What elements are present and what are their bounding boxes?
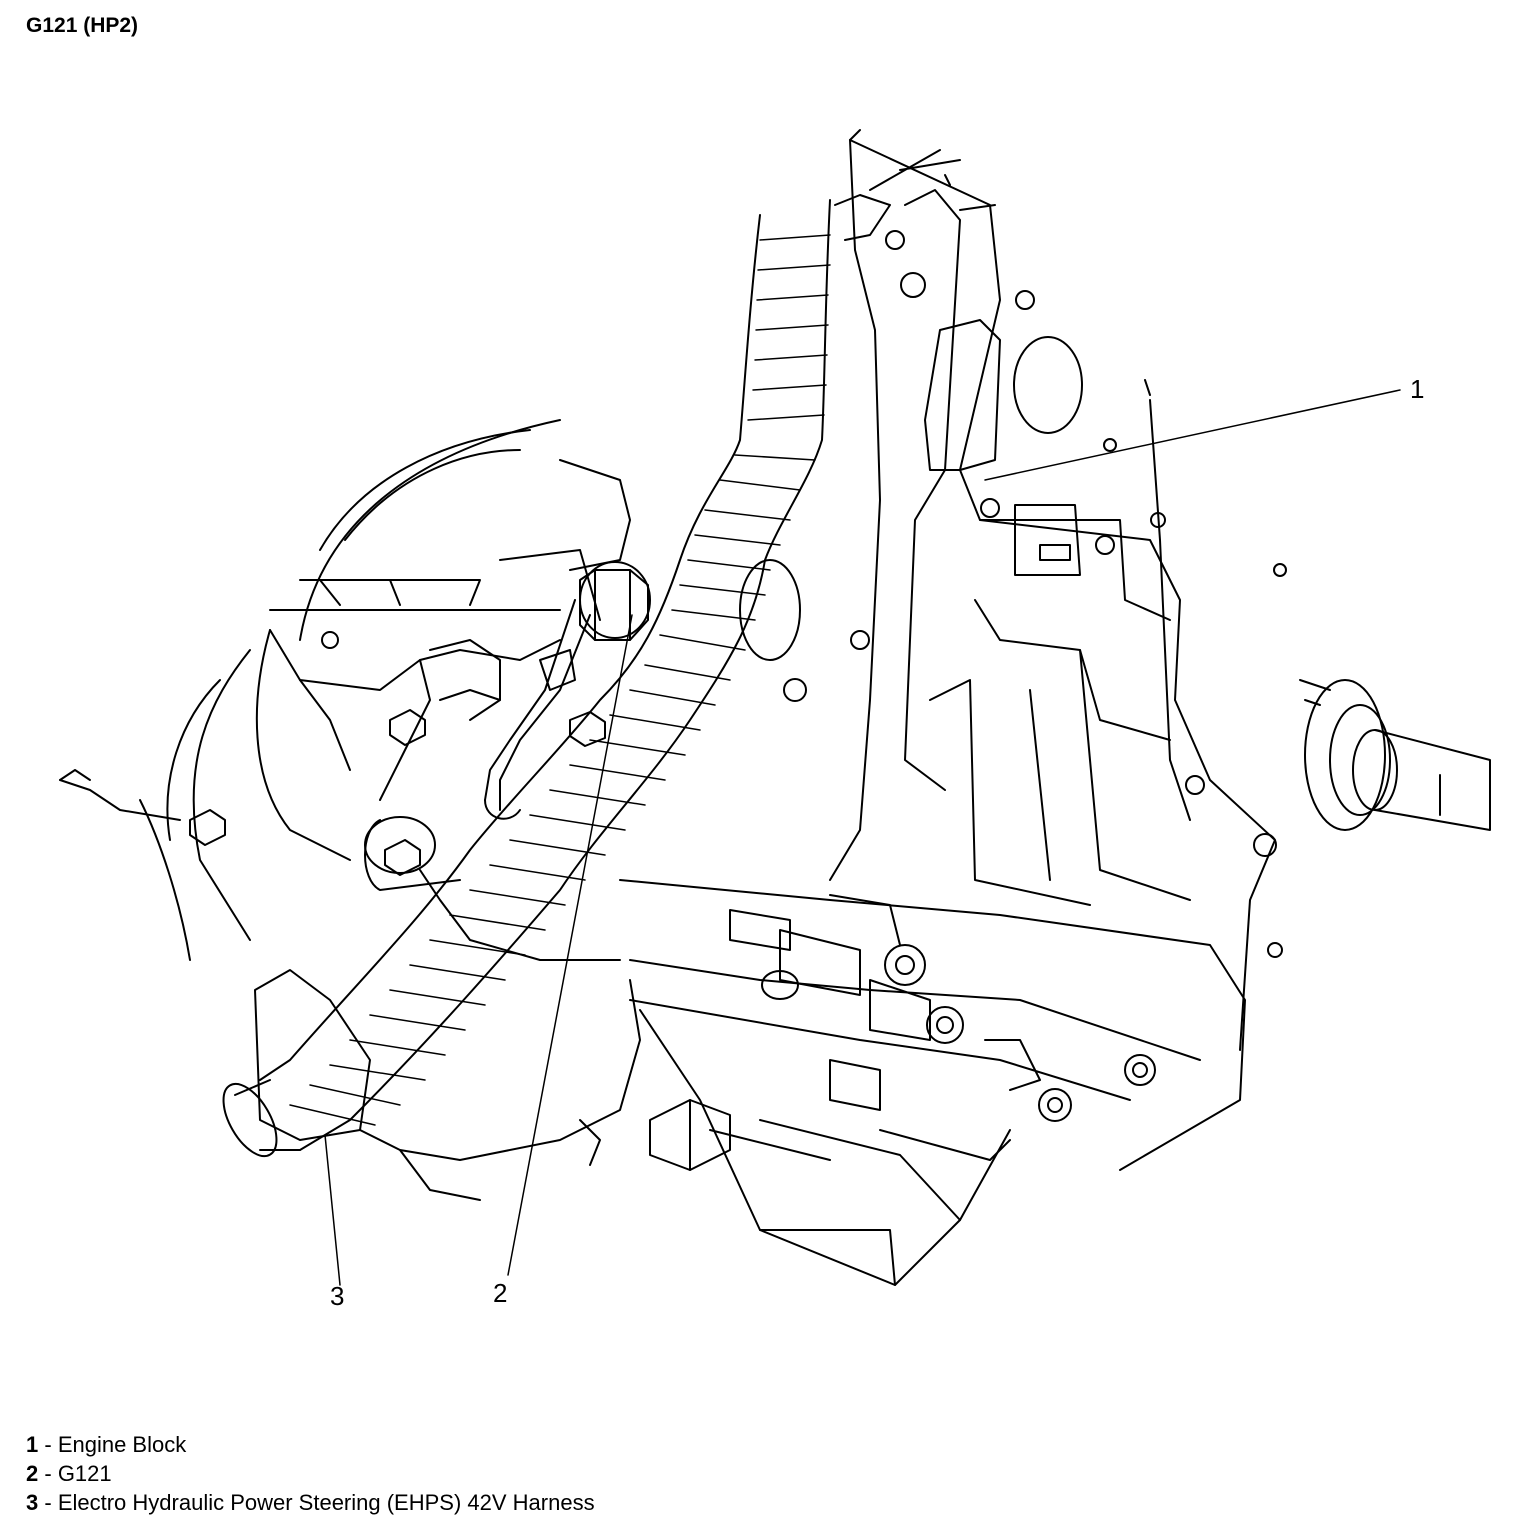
ehps-harness bbox=[222, 194, 891, 1158]
legend-label: Engine Block bbox=[57, 1432, 187, 1457]
leader-line-3 bbox=[324, 1134, 341, 1286]
callout-number-3: 3 bbox=[330, 1281, 344, 1311]
legend-number: 3 bbox=[26, 1490, 39, 1515]
legend-item: 2 - G121 bbox=[26, 1461, 112, 1486]
engine-block-outline bbox=[739, 129, 1287, 1051]
page-title: G121 (HP2) bbox=[26, 14, 139, 37]
leader-line-2 bbox=[507, 614, 633, 1276]
ground-bolt-g121 bbox=[484, 561, 651, 820]
legend-number: 1 bbox=[26, 1432, 39, 1457]
leader-lines bbox=[324, 389, 1401, 1286]
oil-pan-bracket bbox=[619, 879, 1246, 1286]
transmission-housing bbox=[59, 419, 641, 1201]
callout-number-1: 1 bbox=[1410, 374, 1424, 404]
callout-number-2: 2 bbox=[493, 1278, 507, 1308]
legend-label: Electro Hydraulic Power Steering (EHPS) … bbox=[57, 1490, 595, 1515]
leader-line-1 bbox=[984, 389, 1401, 481]
legend-item: 3 - Electro Hydraulic Power Steering (EH… bbox=[26, 1490, 595, 1515]
crankshaft-pulley bbox=[1299, 679, 1491, 831]
legend-number: 2 bbox=[26, 1461, 39, 1486]
callout-legend: 1 - Engine Block 2 - G121 3 - Electro Hy… bbox=[26, 1430, 595, 1517]
legend-item: 1 - Engine Block bbox=[26, 1432, 187, 1457]
legend-label: G121 bbox=[57, 1461, 112, 1486]
